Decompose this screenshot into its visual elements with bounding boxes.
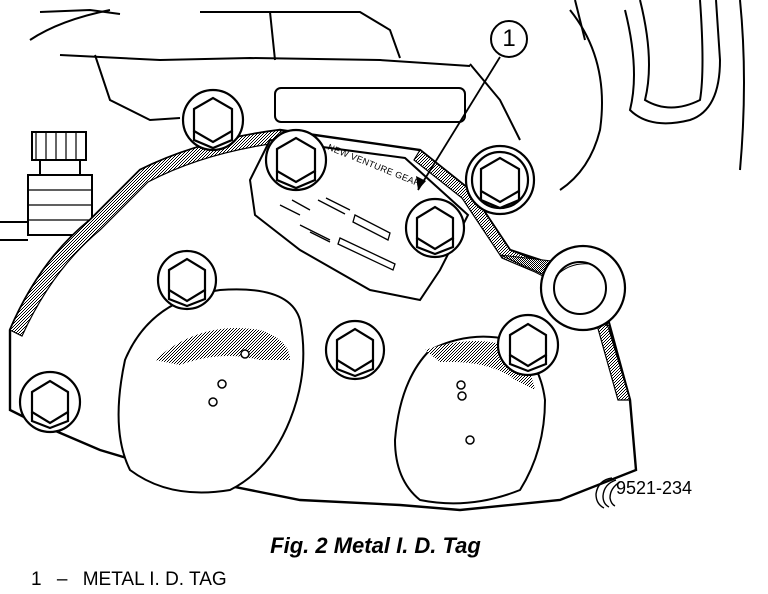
background-structure <box>0 0 745 241</box>
left-pocket <box>117 288 305 494</box>
bolt <box>156 249 218 311</box>
bolt <box>264 128 328 192</box>
round-boss <box>539 244 627 332</box>
legend-item-label: METAL I. D. TAG <box>82 569 227 590</box>
legend-item-number: 1 <box>31 569 42 590</box>
bolt <box>404 197 466 259</box>
callout <box>416 20 528 191</box>
callout-number: 1 <box>502 25 516 52</box>
transfer-case-illustration <box>0 0 745 512</box>
bolt <box>496 313 560 377</box>
bolt <box>181 88 245 152</box>
legend: 1 – METAL I. D. TAG <box>31 569 227 591</box>
figure-id: 9521-234 <box>616 478 693 498</box>
figure-caption-text: Fig. 2 Metal I. D. Tag <box>270 533 481 558</box>
figure-id-mark <box>595 477 621 509</box>
figure-caption: Fig. 2 Metal I. D. Tag <box>0 533 768 559</box>
bolt-group <box>18 88 560 434</box>
bolt <box>324 319 386 381</box>
bolt <box>18 370 82 434</box>
legend-item-separator: – <box>56 569 68 590</box>
bolt <box>464 144 536 216</box>
